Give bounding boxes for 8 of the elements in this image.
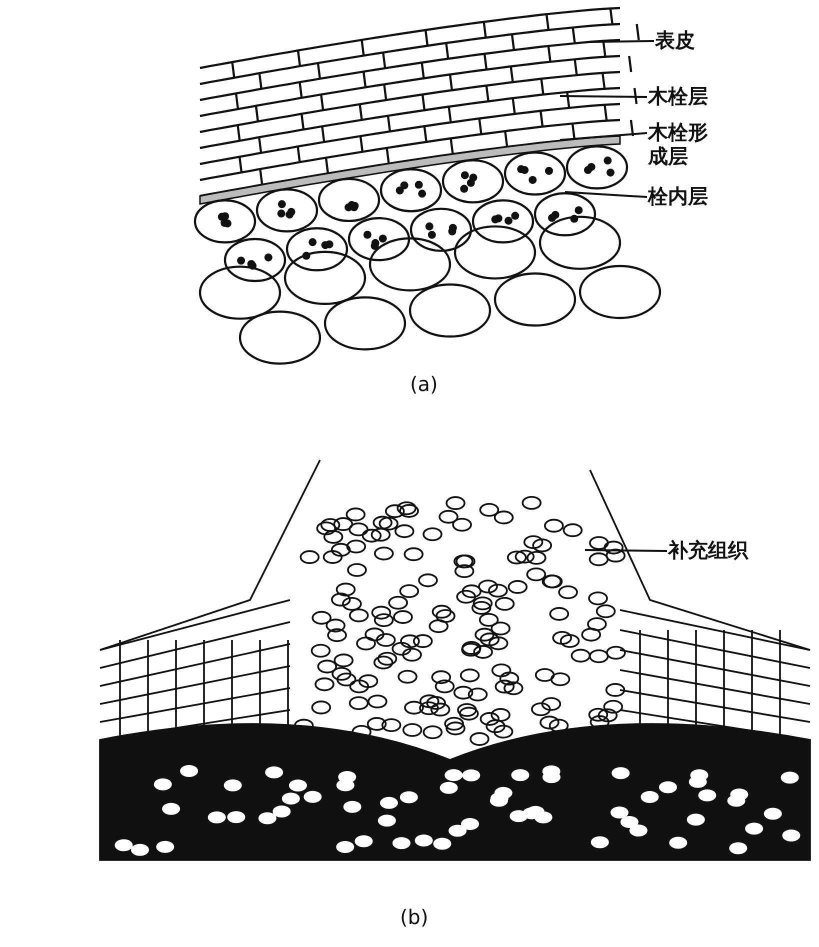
panel-label: (b) (400, 905, 428, 929)
leader-line (564, 191, 648, 198)
leader-line (560, 95, 648, 98)
panel-label: (a) (410, 372, 438, 396)
part-label: 木栓形成层 (648, 120, 710, 168)
leader-line (584, 549, 668, 552)
leader-line (560, 132, 648, 141)
leader-line (590, 40, 654, 43)
